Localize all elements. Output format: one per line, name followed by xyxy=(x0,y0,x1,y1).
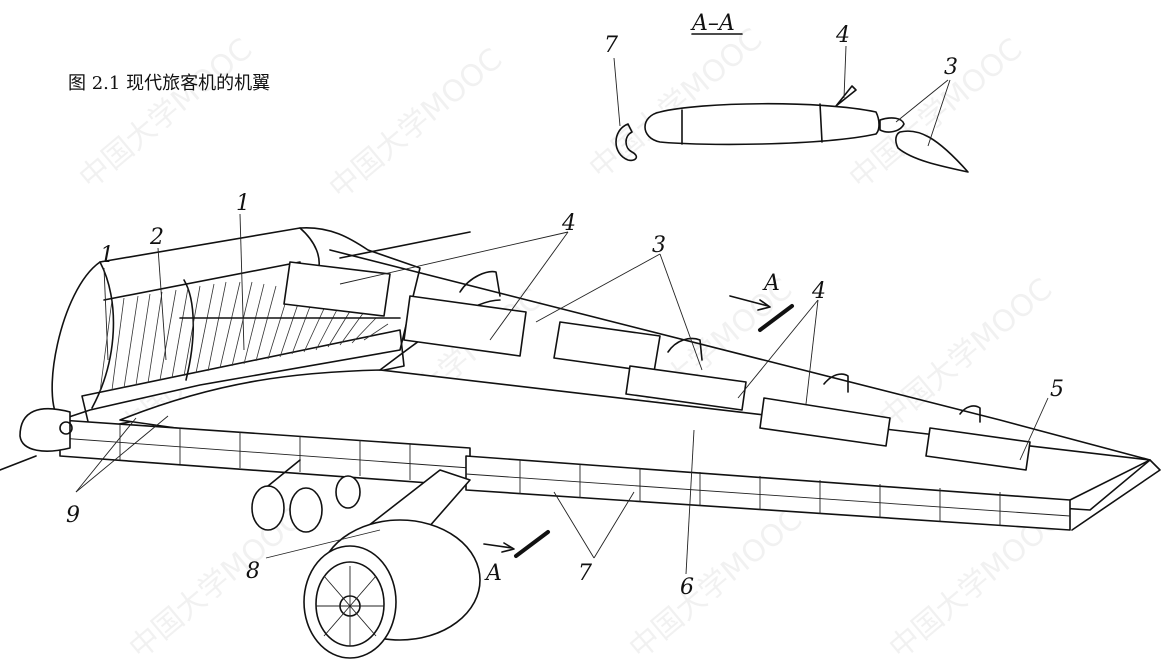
root-nose-cap xyxy=(19,408,71,452)
leader-lines xyxy=(75,213,1049,575)
spoiler-section xyxy=(835,85,857,107)
airfoil-spar-line-2 xyxy=(819,103,823,143)
spoiler-4 xyxy=(625,365,747,411)
flap-track-3 xyxy=(823,373,849,393)
flap-track-4 xyxy=(959,405,981,423)
section-cut-marks: A A xyxy=(483,271,794,586)
label-1-right: 1 xyxy=(236,191,250,216)
label-7: 7 xyxy=(578,561,592,586)
label-9: 9 xyxy=(66,503,80,528)
fan-blades xyxy=(316,566,384,646)
spoilers-flaps xyxy=(283,231,1031,471)
label-2: 2 xyxy=(149,225,164,250)
figure-caption: 图 2.1 现代旅客机的机翼 xyxy=(68,73,270,94)
watermark-2: 中国大学MOOC xyxy=(323,42,509,206)
label-6: 6 xyxy=(680,575,694,600)
section-a-a: A–A 7 4 3 xyxy=(604,11,969,173)
watermark-10: 中国大学MOOC xyxy=(623,502,809,666)
rib-structure xyxy=(81,261,405,431)
fuselage-reference-line xyxy=(0,455,37,471)
flap-leader xyxy=(339,231,471,259)
spoiler-6 xyxy=(925,427,1031,471)
landing-gear xyxy=(251,459,361,533)
section-title: A–A xyxy=(690,11,735,36)
spoiler-2 xyxy=(403,295,527,357)
flap-main-section xyxy=(895,130,969,173)
label-4-top: 4 xyxy=(561,211,576,236)
leader-sec-7 xyxy=(613,57,621,127)
slat-section xyxy=(615,123,638,162)
airfoil-section xyxy=(644,102,880,146)
wheel-1 xyxy=(251,485,285,531)
flap-track-2 xyxy=(667,337,703,361)
cut-label-upper: A xyxy=(762,271,780,296)
section-label-3: 3 xyxy=(944,55,958,80)
wheel-2 xyxy=(289,487,323,533)
wing-assembly: A A 1 2 1 4 3 4 5 6 xyxy=(0,191,1161,659)
label-8: 8 xyxy=(246,559,260,584)
root-pivot xyxy=(59,421,73,435)
watermark-9: 中国大学MOOC xyxy=(123,502,309,666)
spoiler-5 xyxy=(759,397,891,447)
engine-assembly xyxy=(303,469,481,659)
watermark-1: 中国大学MOOC xyxy=(73,32,259,196)
spoiler-1 xyxy=(283,261,391,317)
label-4-right: 4 xyxy=(811,279,826,304)
flap-track-1 xyxy=(459,270,501,297)
section-label-7: 7 xyxy=(604,33,618,58)
leader-sec-4 xyxy=(843,45,847,99)
label-3-top: 3 xyxy=(652,233,666,258)
wing-trailing-edge xyxy=(329,249,1151,461)
wing-upper-surface xyxy=(119,369,1151,511)
label-1-left: 1 xyxy=(100,243,114,268)
leader-sec-3a xyxy=(895,79,949,123)
leader-sec-3b xyxy=(927,79,951,147)
flap-vane-section xyxy=(879,117,905,133)
section-label-4: 4 xyxy=(835,23,850,48)
wheel-3 xyxy=(335,475,361,509)
cut-label-lower: A xyxy=(484,561,502,586)
label-5: 5 xyxy=(1050,377,1064,402)
